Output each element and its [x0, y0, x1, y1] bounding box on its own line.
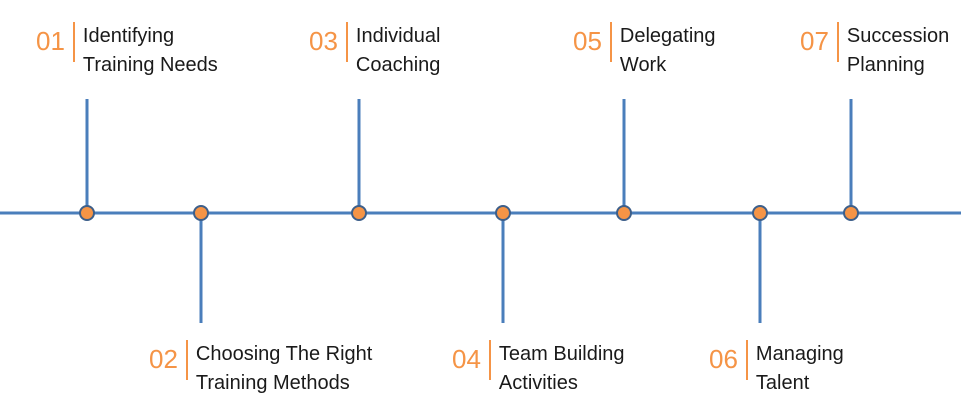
timeline-node-06	[752, 205, 768, 221]
milestone-label-line2: Talent	[755, 372, 810, 394]
accent-divider	[345, 22, 348, 62]
milestone-label: Team Building Activities	[499, 340, 625, 398]
milestone-label: Identifying Training Needs	[83, 22, 218, 80]
milestone-label: Choosing The Right Training Methods	[196, 340, 372, 398]
timeline-node-02	[193, 205, 209, 221]
milestone-label: Delegating Work	[620, 22, 716, 80]
milestone-label-line1: Managing	[755, 343, 844, 365]
milestone-03: 03 Individual Coaching	[309, 22, 440, 80]
milestone-label-line1: Choosing The Right	[195, 343, 373, 365]
accent-divider	[72, 22, 75, 62]
milestone-label-line2: Work	[619, 54, 667, 76]
milestone-label-line2: Activities	[498, 372, 578, 394]
milestone-04: 04 Team Building Activities	[452, 340, 625, 398]
milestone-label-line1: Succession	[846, 25, 950, 47]
milestone-label-line1: Team Building	[498, 343, 625, 365]
milestone-01: 01 Identifying Training Needs	[36, 22, 218, 80]
milestone-number: 06	[709, 344, 738, 374]
timeline-node-03	[351, 205, 367, 221]
accent-divider	[185, 340, 188, 380]
milestone-number: 05	[573, 26, 602, 56]
milestone-label-line2: Coaching	[355, 54, 441, 76]
milestone-number: 04	[452, 344, 481, 374]
timeline-node-01	[79, 205, 95, 221]
milestone-label-line1: Individual	[355, 25, 441, 47]
milestone-05: 05 Delegating Work	[573, 22, 716, 80]
timeline-node-05	[616, 205, 632, 221]
milestone-label-line1: Identifying	[82, 25, 175, 47]
milestone-label: Succession Planning	[847, 22, 949, 80]
milestone-label-line2: Training Methods	[195, 372, 350, 394]
accent-divider	[609, 22, 612, 62]
timeline-node-04	[495, 205, 511, 221]
milestone-07: 07 Succession Planning	[800, 22, 949, 80]
milestone-02: 02 Choosing The Right Training Methods	[149, 340, 372, 398]
timeline-node-07	[843, 205, 859, 221]
milestone-number: 07	[800, 26, 829, 56]
milestone-number: 02	[149, 344, 178, 374]
accent-divider	[836, 22, 839, 62]
milestone-label: Managing Talent	[756, 340, 844, 398]
milestone-label-line2: Planning	[846, 54, 925, 76]
accent-divider	[488, 340, 491, 380]
milestone-number: 03	[309, 26, 338, 56]
milestone-label: Individual Coaching	[356, 22, 441, 80]
accent-divider	[745, 340, 748, 380]
milestone-06: 06 Managing Talent	[709, 340, 844, 398]
milestone-label-line2: Training Needs	[82, 54, 218, 76]
milestone-label-line1: Delegating	[619, 25, 716, 47]
milestone-number: 01	[36, 26, 65, 56]
